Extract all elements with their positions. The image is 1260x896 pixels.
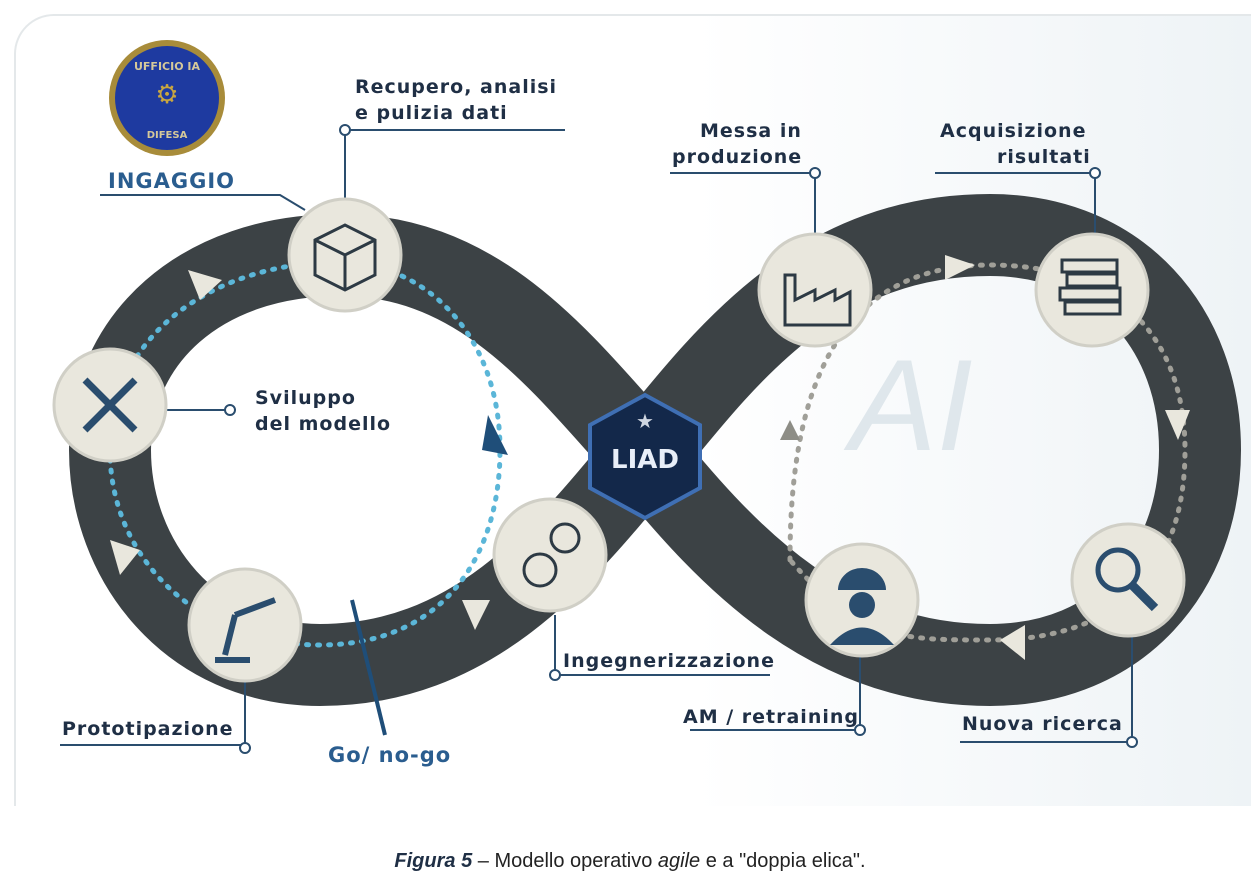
label-messa-2: produzione [672,146,803,168]
label-recupero: Recupero, analisi [355,76,558,98]
figure-caption: Figura 5 – Modello operativo agile e a "… [0,850,1260,873]
robot-arm-icon [215,597,277,663]
worker-icon [830,568,894,645]
go-no-go-line [350,599,387,736]
label-ingaggio: INGAGGIO [108,169,236,193]
label-ingegnerizzazione: Ingegnerizzazione [563,650,775,672]
gears-icon [522,522,581,588]
label-am-retraining: AM / retraining [683,706,859,728]
robot-node [187,567,303,683]
direction-arrows [110,255,1190,660]
label-sviluppo: Sviluppo [255,387,356,409]
caption-separator: – [472,850,495,872]
search-node [1070,522,1186,638]
label-go-no-go: Go/ no-go [328,743,452,767]
retraining-arrow [780,420,800,440]
caption-text: Modello operativo [494,850,658,872]
svg-text:★: ★ [636,409,654,433]
ai-watermark: AI [843,332,973,478]
label-messa: Messa in [700,120,802,142]
caption-italic: agile [657,850,701,872]
connector-lines [60,124,1138,754]
factory-icon [783,273,852,327]
label-prototipazione: Prototipazione [62,718,234,740]
tools-icon [82,377,138,433]
liad-logo: LIAD ★ [588,392,702,521]
ufficio-ia-logo: UFFICIO IA ⚙ DIFESA [109,40,225,156]
label-nuova-ricerca: Nuova ricerca [962,713,1123,735]
svg-text:LIAD: LIAD [611,445,679,475]
caption-text-end: e a "doppia elica". [700,850,866,872]
label-acquisizione-2: risultati [997,146,1091,168]
caption-figure-number: Figura 5 [394,850,473,872]
label-sviluppo-2: del modello [255,413,392,435]
gears-node [492,497,608,613]
label-acquisizione: Acquisizione [940,120,1087,142]
books-node [1034,232,1150,348]
label-recupero-2: e pulizia dati [355,102,508,124]
box-icon [313,223,377,292]
go-arrow [482,415,508,455]
svg-text:DIFESA: DIFESA [147,130,188,141]
magnifier-icon [1095,547,1159,612]
right-loop-dotted-path [787,262,1188,643]
svg-text:⚙: ⚙ [155,80,178,110]
books-icon [1058,258,1122,316]
svg-text:UFFICIO IA: UFFICIO IA [134,60,200,73]
